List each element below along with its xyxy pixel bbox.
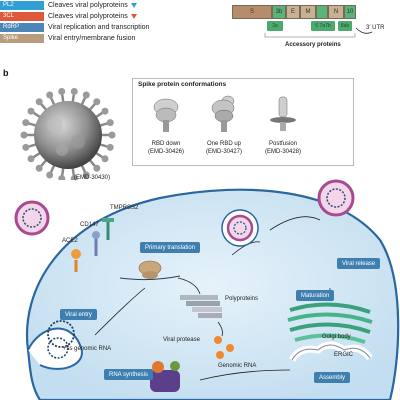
spike-head <box>71 88 78 95</box>
conformations-title: Spike protein conformations <box>138 81 226 88</box>
legend-desc: Viral entry/membrane fusion <box>48 35 135 42</box>
spike-head <box>107 144 114 151</box>
panel-label: b <box>3 68 9 78</box>
spike-head <box>107 119 114 126</box>
ace2-label: ACE2 <box>62 238 78 244</box>
legend-tag: PL2 <box>0 1 44 10</box>
spike-head <box>93 98 100 105</box>
viral-protease-label: Viral protease <box>163 337 200 343</box>
spike-head <box>102 108 109 115</box>
ergic-label: ERGIC <box>334 352 353 358</box>
polyproteins-label: Polyproteins <box>225 296 258 302</box>
step-primary-translation: Primary translation <box>140 242 200 253</box>
conformation-id: (EMD-30428) <box>253 149 313 156</box>
legend-desc: Cleaves viral polyproteins <box>48 2 128 9</box>
cleavage-triangle-icon <box>131 3 137 8</box>
gene-3b: 3b <box>272 5 286 19</box>
spike-one-rbd-up-image <box>208 95 240 133</box>
utr-label: 3′ UTR <box>366 25 384 31</box>
step-viral-entry: Viral entry <box>60 309 97 320</box>
conformation-id: (EMD-30427) <box>194 149 254 156</box>
genomic-rna-label: Genomic RNA <box>218 363 256 369</box>
virion-outside-icon <box>2 188 62 248</box>
legend-tag: 3CL <box>0 12 44 21</box>
virion-budding-icon <box>210 198 270 258</box>
gene-e: E <box>286 5 300 19</box>
spike-head <box>21 132 28 139</box>
legend-row-pl2: PL2 Cleaves viral polyproteins <box>0 0 137 10</box>
conformation-caption: One RBD up <box>194 141 254 148</box>
legend-row-3cl: 3CL Cleaves viral polyproteins <box>0 11 137 21</box>
spike-postfusion-image <box>267 95 299 133</box>
spike-head <box>83 91 90 98</box>
legend-row-rdrp: RdRP Viral replication and transcription <box>0 22 149 32</box>
spike-head <box>22 119 29 126</box>
spike-head <box>109 132 116 139</box>
legend-desc: Viral replication and transcription <box>48 24 149 31</box>
entry-genomic-rna-label: +ss genomic RNA <box>63 346 111 352</box>
conformation-id: (EMD-30426) <box>136 149 196 156</box>
cd147-label: CD147 <box>80 222 99 228</box>
step-rna-synthesis: RNA synthesis <box>104 369 153 380</box>
legend-desc: Cleaves viral polyproteins <box>48 13 128 20</box>
legend-tag: Spike <box>0 34 44 43</box>
spike-head <box>58 88 65 95</box>
accessory-3a: 3a <box>267 21 283 31</box>
step-viral-release: Viral release <box>337 258 380 269</box>
spike-head <box>36 98 43 105</box>
cleavage-triangle-icon <box>131 14 137 19</box>
accessory-title: Accessory proteins <box>285 42 341 48</box>
spike-head <box>27 108 34 115</box>
legend-tag: RdRP <box>0 23 44 32</box>
gene-s: S <box>232 5 272 19</box>
tmprss2-receptor-icon <box>96 212 120 242</box>
accessory-bracket <box>263 32 358 42</box>
conformation-caption: RBD down <box>136 141 196 148</box>
tmprss2-label: TMPRSS2 <box>110 205 138 211</box>
gene-m: M <box>300 5 316 19</box>
spike-head <box>46 91 53 98</box>
virion-release-icon <box>306 168 366 228</box>
legend-row-spike: Spike Viral entry/membrane fusion <box>0 33 135 43</box>
golgi-label: Golgi body <box>322 334 351 340</box>
gene-orf <box>316 5 328 19</box>
step-assembly: Assembly <box>314 372 350 383</box>
accessory-6-7a7b: 6 7a7b <box>311 21 335 31</box>
ace2-receptor-icon <box>66 244 86 274</box>
conformation-caption: Postfusion <box>253 141 313 148</box>
step-maturation: Maturation <box>296 290 334 301</box>
spike-rbd-down-image <box>150 97 182 135</box>
spike-head <box>22 144 29 151</box>
